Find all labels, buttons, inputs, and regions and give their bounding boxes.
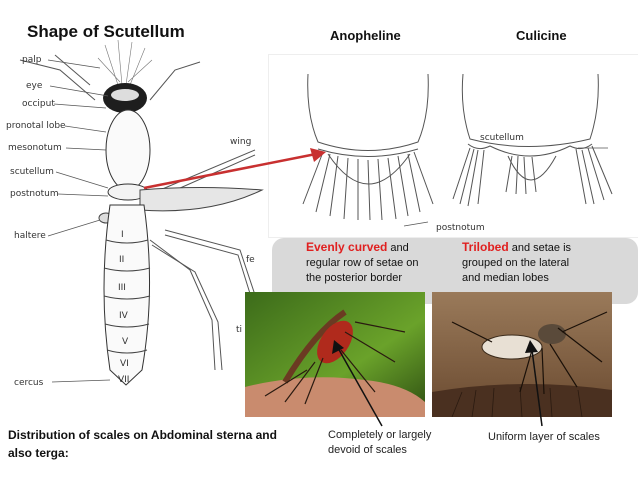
culicine-photo bbox=[432, 292, 612, 417]
mosquito-diagram: I II III IV V VI VII palp eye occiput pr… bbox=[6, 40, 264, 388]
scales-heading-line1: Distribution of scales on Abdominal ster… bbox=[8, 428, 277, 442]
pointer-arrow bbox=[143, 148, 326, 190]
anopheline-photo bbox=[245, 292, 425, 417]
culicine-header: Culicine bbox=[516, 28, 567, 43]
segment-vi: VI bbox=[120, 359, 129, 369]
label-postnotum: postnotum bbox=[10, 189, 59, 199]
anopheline-caption-1: and bbox=[387, 242, 409, 254]
label-ti: ti bbox=[236, 325, 242, 335]
label-eye: eye bbox=[26, 81, 43, 91]
segment-v: V bbox=[122, 337, 129, 347]
diagram-label-postnotum: postnotum bbox=[436, 223, 485, 233]
label-pronotal-lobe: pronotal lobe bbox=[6, 121, 66, 131]
culicine-caption-3: and median lobes bbox=[462, 272, 549, 284]
culicine-caption-2: grouped on the lateral bbox=[462, 257, 570, 269]
callout-arrows bbox=[332, 340, 543, 427]
diagram-label-scutellum: scutellum bbox=[480, 133, 524, 143]
label-haltere: haltere bbox=[14, 231, 46, 241]
segment-vii: VII bbox=[118, 375, 129, 385]
culicine-caption-1: and setae is bbox=[508, 242, 572, 254]
label-mesonotum: mesonotum bbox=[8, 143, 62, 153]
scales-heading: Distribution of scales on Abdominal ster… bbox=[8, 426, 308, 462]
label-occiput: occiput bbox=[22, 99, 55, 109]
scutellum-drawings: scutellum postnotum bbox=[302, 73, 613, 233]
anopheline-caption-3: the posterior border bbox=[306, 272, 402, 284]
culicine-highlight: Trilobed bbox=[462, 240, 509, 254]
label-wing: wing bbox=[230, 137, 251, 147]
label-palp: palp bbox=[22, 55, 42, 65]
segment-iv: IV bbox=[119, 311, 129, 321]
segment-labels: I II III IV V VI VII bbox=[118, 230, 129, 385]
anopheline-highlight: Evenly curved bbox=[306, 240, 388, 254]
anopheline-header: Anopheline bbox=[330, 28, 401, 43]
anopheline-scales-line2: devoid of scales bbox=[328, 444, 407, 456]
anopheline-scales-line1: Completely or largely bbox=[328, 429, 432, 441]
scales-heading-line2: also terga: bbox=[8, 446, 69, 460]
label-cercus: cercus bbox=[14, 378, 44, 388]
culicine-caption: Trilobed and setae is grouped on the lat… bbox=[462, 240, 612, 286]
label-scutellum: scutellum bbox=[10, 167, 54, 177]
label-fe: fe bbox=[246, 255, 255, 265]
page-title: Shape of Scutellum bbox=[27, 22, 185, 41]
anopheline-scales-callout: Completely or largely devoid of scales bbox=[328, 428, 468, 458]
segment-iii: III bbox=[118, 283, 126, 293]
culicine-scales-callout: Uniform layer of scales bbox=[488, 431, 600, 443]
segment-i: I bbox=[121, 230, 124, 240]
segment-ii: II bbox=[119, 255, 124, 265]
anopheline-caption: Evenly curved and regular row of setae o… bbox=[306, 240, 456, 286]
anopheline-caption-2: regular row of setae on bbox=[306, 257, 419, 269]
